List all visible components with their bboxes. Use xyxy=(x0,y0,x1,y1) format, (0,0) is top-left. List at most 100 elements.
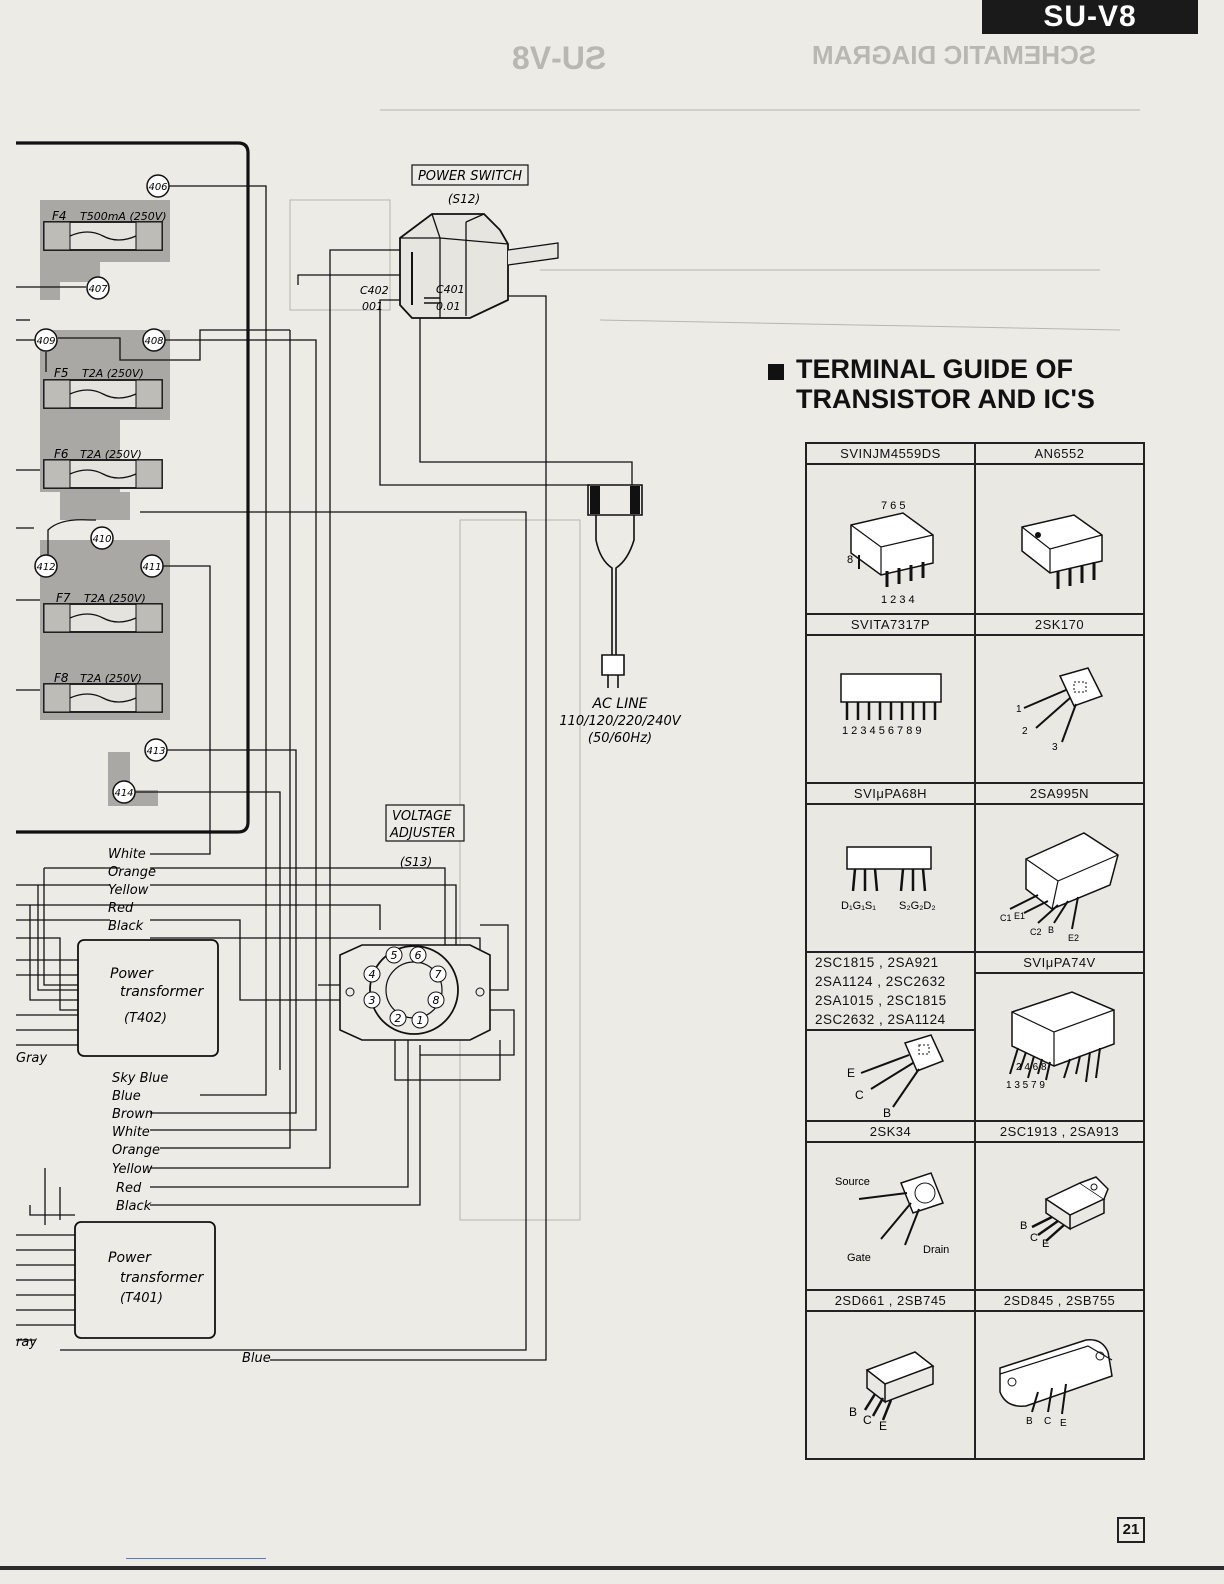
svg-text:409: 409 xyxy=(36,336,55,347)
wire-brown: Brown xyxy=(112,1107,153,1122)
to92-transistor-icon: 1 2 3 xyxy=(1016,667,1104,753)
guide-cell-svi-upa74v: SVIμPA74V 2 4 6 8 1 3 5 7 9 xyxy=(974,951,1145,1122)
guide-cell-small-signal-transistors: 2SC1815 , 2SA921 2SA1124 , 2SC2632 2SA10… xyxy=(805,951,976,1122)
fuse-f4-id: F4 xyxy=(52,209,67,223)
wire-blue: Blue xyxy=(112,1089,141,1104)
fuse-f8: F8 T2A (250V) xyxy=(43,671,163,713)
svg-text:410: 410 xyxy=(92,534,111,545)
c402-value: 001 xyxy=(362,300,383,313)
svg-text:8: 8 xyxy=(847,554,853,566)
fuse-f6: F6 T2A (250V) xyxy=(43,447,163,489)
sip-fet-array-icon: D₁G₁S₁ S₂G₂D₂ xyxy=(841,846,936,912)
fuse-f7-id: F7 xyxy=(56,591,71,605)
guide-cell-2sd661-2sb745: 2SD661 , 2SB745 B C E xyxy=(805,1289,976,1460)
svg-text:406: 406 xyxy=(148,182,167,193)
guide-cell-svi-upa68h: SVIμPA68H D₁G₁S₁ S₂G₂D₂ xyxy=(805,782,976,953)
svg-text:C2: C2 xyxy=(1030,927,1042,937)
svg-text:1: 1 xyxy=(1016,704,1022,715)
wire-orange: Orange xyxy=(108,865,156,880)
wire-blue-bottom: Blue xyxy=(242,1351,271,1366)
svg-text:C1: C1 xyxy=(1000,913,1012,923)
svg-text:E2: E2 xyxy=(1068,933,1079,943)
fet-transistor-icon: Source Drain Gate xyxy=(835,1172,949,1264)
dip8-package-icon xyxy=(1021,514,1103,589)
svg-text:C: C xyxy=(1030,1232,1038,1244)
fuse-f5-id: F5 xyxy=(54,366,69,380)
svg-text:B: B xyxy=(1020,1220,1027,1232)
dip8-package-icon: 7 6 5 8 1 2 3 4 xyxy=(847,500,934,606)
c401-value: 0.01 xyxy=(436,300,461,313)
guide-cell-svinjm4559ds: SVINJM4559DS 7 6 5 8 1 2 3 4 xyxy=(805,442,976,615)
terminal-guide-title-line-2: TRANSISTOR AND IC'S xyxy=(796,384,1095,414)
svg-text:7 6 5: 7 6 5 xyxy=(881,500,905,512)
guide-cell-2sc1913-2sa913: 2SC1913 , 2SA913 B C E xyxy=(974,1120,1145,1291)
wiring xyxy=(16,185,633,1361)
svg-text:2: 2 xyxy=(1022,726,1028,737)
svg-text:1 3 5 7 9: 1 3 5 7 9 xyxy=(1006,1080,1045,1091)
selector-pin-2: 2 xyxy=(395,1012,402,1025)
page-number: 21 xyxy=(1117,1517,1145,1543)
svg-text:411: 411 xyxy=(142,562,161,573)
board-traces xyxy=(16,286,290,691)
svg-text:S₂G₂D₂: S₂G₂D₂ xyxy=(899,900,936,912)
bleed-through-grid xyxy=(289,109,1140,1221)
svg-text:E: E xyxy=(879,1419,887,1433)
svg-text:E: E xyxy=(1042,1238,1049,1250)
ac-line-frequency: (50/60Hz) xyxy=(588,731,652,746)
flat-power-package-icon: B C E xyxy=(999,1339,1113,1429)
svg-text:D₁G₁S₁: D₁G₁S₁ xyxy=(841,900,876,912)
selector-pin-7: 7 xyxy=(435,968,442,981)
guide-cell-2sd845-2sb755: 2SD845 , 2SB755 B C E xyxy=(974,1289,1145,1460)
svg-text:B: B xyxy=(1048,925,1054,935)
fuse-f4-rating: T500mA (250V) xyxy=(80,210,167,223)
wire-sky-blue: Sky Blue xyxy=(112,1071,168,1086)
t402-wire-labels: White Orange Yellow Red Black Gray xyxy=(16,847,156,1066)
bullet-square-icon xyxy=(768,364,784,380)
wire-white-2: White xyxy=(112,1125,150,1140)
t401-wire-labels: Sky Blue Blue Brown White Orange Yellow … xyxy=(16,1071,271,1366)
ac-plug: AC LINE 110/120/220/240V (50/60Hz) xyxy=(559,484,682,746)
guide-cell-an6552: AN6552 xyxy=(974,442,1145,615)
ac-line-label: AC LINE xyxy=(591,696,647,712)
model-badge: SU-V8 xyxy=(982,0,1198,34)
wire-yellow-2: Yellow xyxy=(112,1162,153,1177)
to92-transistor-icon: E C B xyxy=(847,1034,945,1119)
fuse-f6-id: F6 xyxy=(54,447,69,461)
wire-black: Black xyxy=(108,919,144,934)
voltage-adjuster-label-2: ADJUSTER xyxy=(389,826,456,841)
fuse-f6-rating: T2A (250V) xyxy=(80,448,142,461)
fuse-f5: F5 T2A (250V) xyxy=(43,366,163,409)
power-switch-label-box xyxy=(411,164,529,186)
wire-white: White xyxy=(108,847,146,862)
sip-hybrid-package-icon: 2 4 6 8 1 3 5 7 9 xyxy=(1006,991,1115,1091)
transformer-t401: Power transformer (T401) xyxy=(74,1221,216,1339)
svg-text:1 2 3 4: 1 2 3 4 xyxy=(881,594,915,606)
fuse-f5-rating: T2A (250V) xyxy=(82,367,144,380)
fuse-f8-id: F8 xyxy=(54,671,69,685)
wire-black-2: Black xyxy=(116,1199,152,1214)
fuse-f7: F7 T2A (250V) xyxy=(43,591,163,633)
terminal-guide-title-line-1: TERMINAL GUIDE OF xyxy=(796,354,1074,384)
svg-text:B: B xyxy=(849,1405,857,1419)
terminal-guide-table: SVINJM4559DS 7 6 5 8 1 2 3 4 AN6552 xyxy=(805,442,1145,1460)
svg-text:B: B xyxy=(883,1106,891,1119)
selector-pin-3: 3 xyxy=(369,994,376,1007)
svg-text:E: E xyxy=(1060,1418,1067,1429)
power-switch: POWER SWITCH (S12) C402 001 C401 0.01 xyxy=(360,164,559,319)
guide-cell-svita7317p: SVITA7317P 1 2 3 4 5 6 7 8 9 xyxy=(805,613,976,784)
svg-text:C: C xyxy=(855,1088,864,1102)
fuse-f4: F4 T500mA (250V) xyxy=(43,209,167,251)
guide-cell-2sk34: 2SK34 Source Drain Gate xyxy=(805,1120,976,1291)
svg-text:3: 3 xyxy=(1052,742,1058,753)
svg-text:transformer: transformer xyxy=(120,984,204,1000)
fuse-f8-rating: T2A (250V) xyxy=(80,672,142,685)
board-terminals: 406 407 409 408 410 412 411 413 414 xyxy=(34,174,170,804)
c402-ref: C402 xyxy=(360,284,389,297)
c401-ref: C401 xyxy=(436,283,465,296)
svg-text:transformer: transformer xyxy=(120,1270,204,1286)
selector-pin-8: 8 xyxy=(433,994,440,1007)
svg-text:C: C xyxy=(863,1413,872,1427)
selector-pin-4: 4 xyxy=(369,968,376,981)
